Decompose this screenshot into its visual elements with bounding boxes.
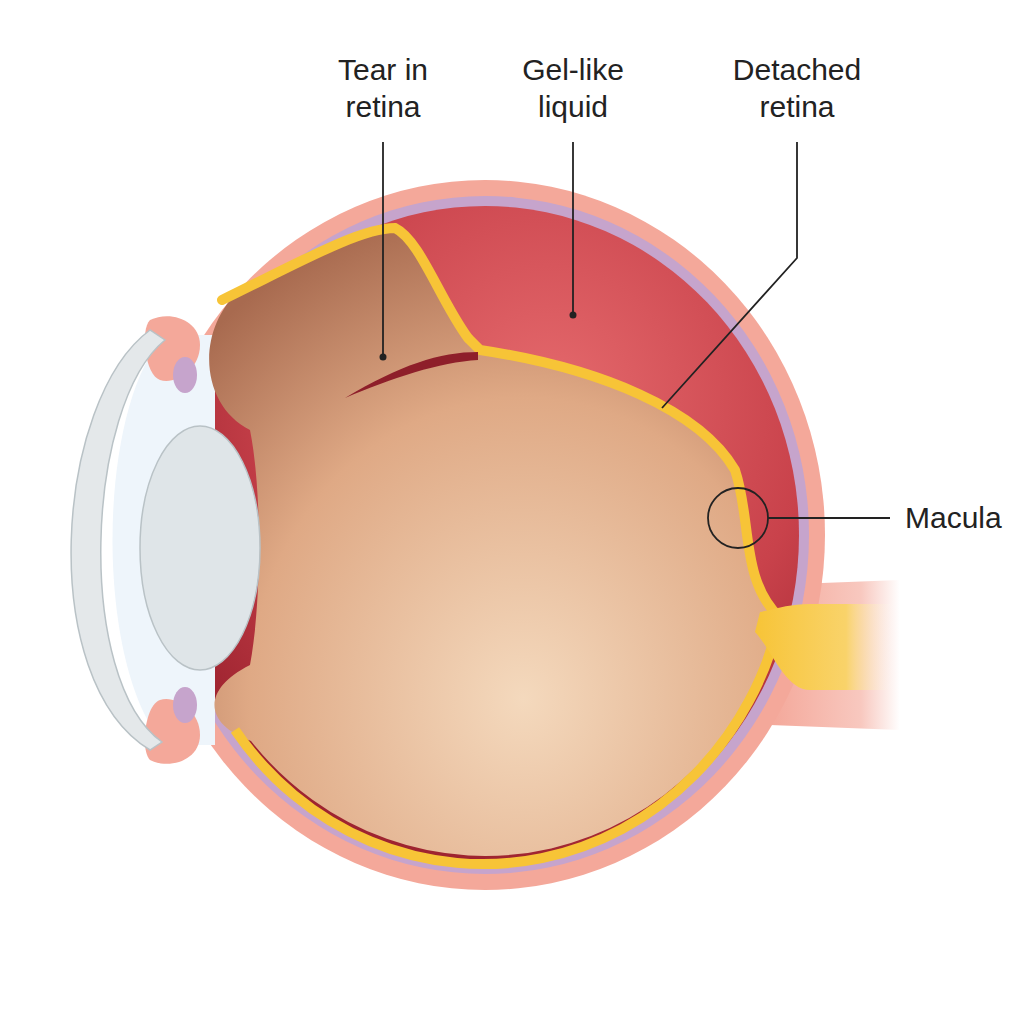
vitreous-gel (209, 228, 780, 856)
leader-line (572, 142, 574, 313)
part-label: Tear in retina (308, 52, 458, 125)
optic-nerve-core (755, 604, 895, 690)
retinal-tear (345, 352, 478, 398)
leader-line (382, 142, 384, 355)
part-label: Detached retina (702, 52, 892, 125)
leader-dot (380, 354, 387, 361)
macula-ring (708, 488, 768, 548)
retina-flap (222, 228, 468, 338)
leader-line (768, 517, 890, 519)
part-label: Gel-like liquid (498, 52, 648, 125)
leader-line (662, 142, 797, 408)
leader-dot (570, 312, 577, 319)
cornea (71, 330, 165, 750)
ciliary-body (173, 357, 197, 393)
part-label: Macula (905, 500, 1002, 537)
attached-retina (235, 618, 780, 864)
detached-retina (468, 338, 780, 618)
ciliary-body (173, 687, 197, 723)
lens (140, 426, 260, 670)
subretinal-fluid (171, 206, 799, 864)
